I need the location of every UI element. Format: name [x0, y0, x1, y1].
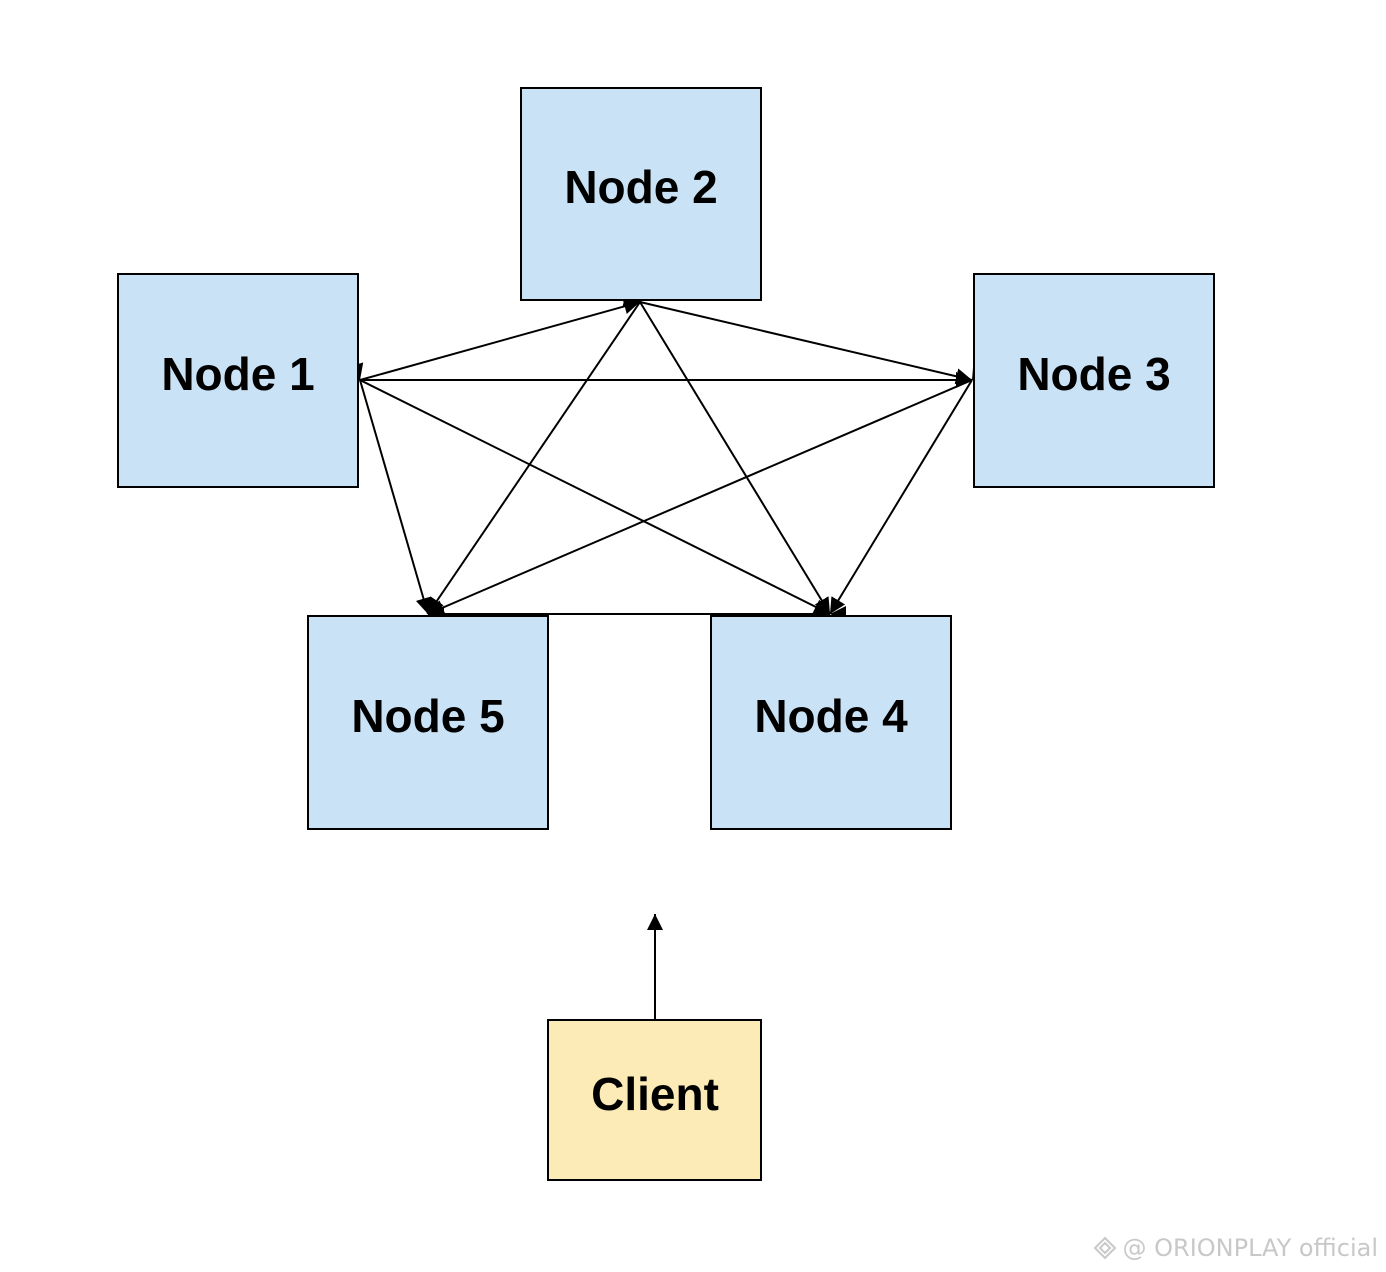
watermark-text: @ ORIONPLAY official: [1122, 1234, 1378, 1262]
node-3[interactable]: Node 3: [973, 273, 1215, 488]
node-2[interactable]: Node 2: [520, 87, 762, 301]
node-4-box: [710, 615, 952, 830]
edge-node3-node5: [427, 366, 990, 616]
node-1[interactable]: Node 1: [117, 273, 359, 488]
node-1-box: [117, 273, 359, 488]
node-5[interactable]: Node 5: [307, 615, 549, 830]
client-box: [547, 1019, 762, 1181]
nodes: Node 1 Node 2 Node 3 Node 4 Node 5 Clien…: [117, 87, 1215, 1181]
node-3-label: Node 3: [1017, 348, 1170, 400]
node-1-label: Node 1: [161, 348, 314, 400]
edge-node1-node5: [347, 362, 432, 615]
edges: [342, 284, 990, 1020]
edge-node1-node2: [342, 298, 641, 393]
node-4[interactable]: Node 4: [710, 615, 952, 830]
edge-node2-node5: [427, 284, 656, 615]
node-2-box: [520, 87, 762, 301]
client-label: Client: [591, 1068, 719, 1120]
node-5-box: [307, 615, 549, 830]
orionplay-logo-icon: [1093, 1236, 1116, 1260]
edge-node3-node4: [829, 362, 988, 615]
client[interactable]: Client: [547, 1019, 762, 1181]
edge-node2-node3: [622, 290, 973, 385]
node-3-box: [973, 273, 1215, 488]
node-2-label: Node 2: [564, 161, 717, 213]
watermark: @ ORIONPLAY official: [1091, 1234, 1378, 1262]
node-5-label: Node 5: [351, 690, 504, 742]
node-4-label: Node 4: [754, 690, 908, 742]
